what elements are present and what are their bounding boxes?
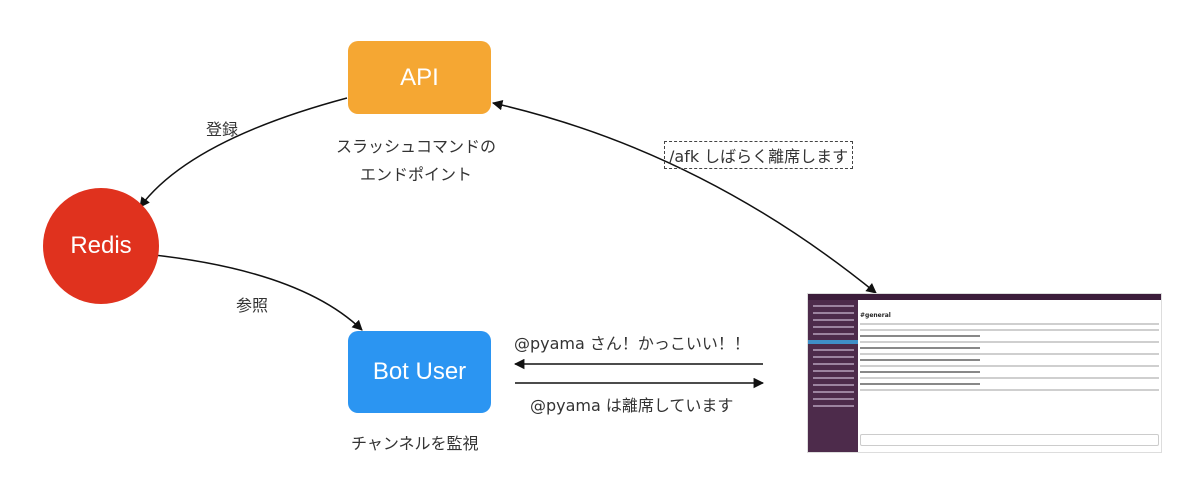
arrow-api-slack: [491, 99, 877, 294]
api-node: API: [348, 41, 491, 114]
api-caption-line1: スラッシュコマンドの: [336, 137, 497, 156]
slack-channel-name: #general: [860, 312, 891, 319]
arrow-redis-bot: [143, 249, 363, 331]
arrow-api-to-redis: [139, 97, 348, 208]
slash-command-label: /afk しばらく離席します: [664, 141, 854, 169]
register-label: 登録: [206, 120, 239, 139]
slack-screenshot: #general: [807, 293, 1162, 453]
bot-user-label: Bot User: [372, 358, 467, 385]
bot-user-node: Bot User: [348, 331, 491, 413]
api-caption-line2: エンドポイント: [360, 165, 473, 184]
api-label: API: [400, 63, 439, 91]
auto-reply-label: @pyama は離席しています: [530, 396, 734, 415]
slack-sidebar: [808, 300, 858, 452]
reference-label: 参照: [236, 296, 269, 315]
bot-caption: チャンネルを監視: [351, 434, 479, 453]
slack-topbar: [808, 294, 1161, 300]
slack-main: #general: [860, 302, 1159, 450]
slack-message-input: [860, 434, 1159, 446]
redis-label: Redis: [70, 232, 132, 259]
mention-label: @pyama さん！かっこいい！！: [514, 334, 750, 353]
redis-node: Redis: [43, 188, 159, 304]
